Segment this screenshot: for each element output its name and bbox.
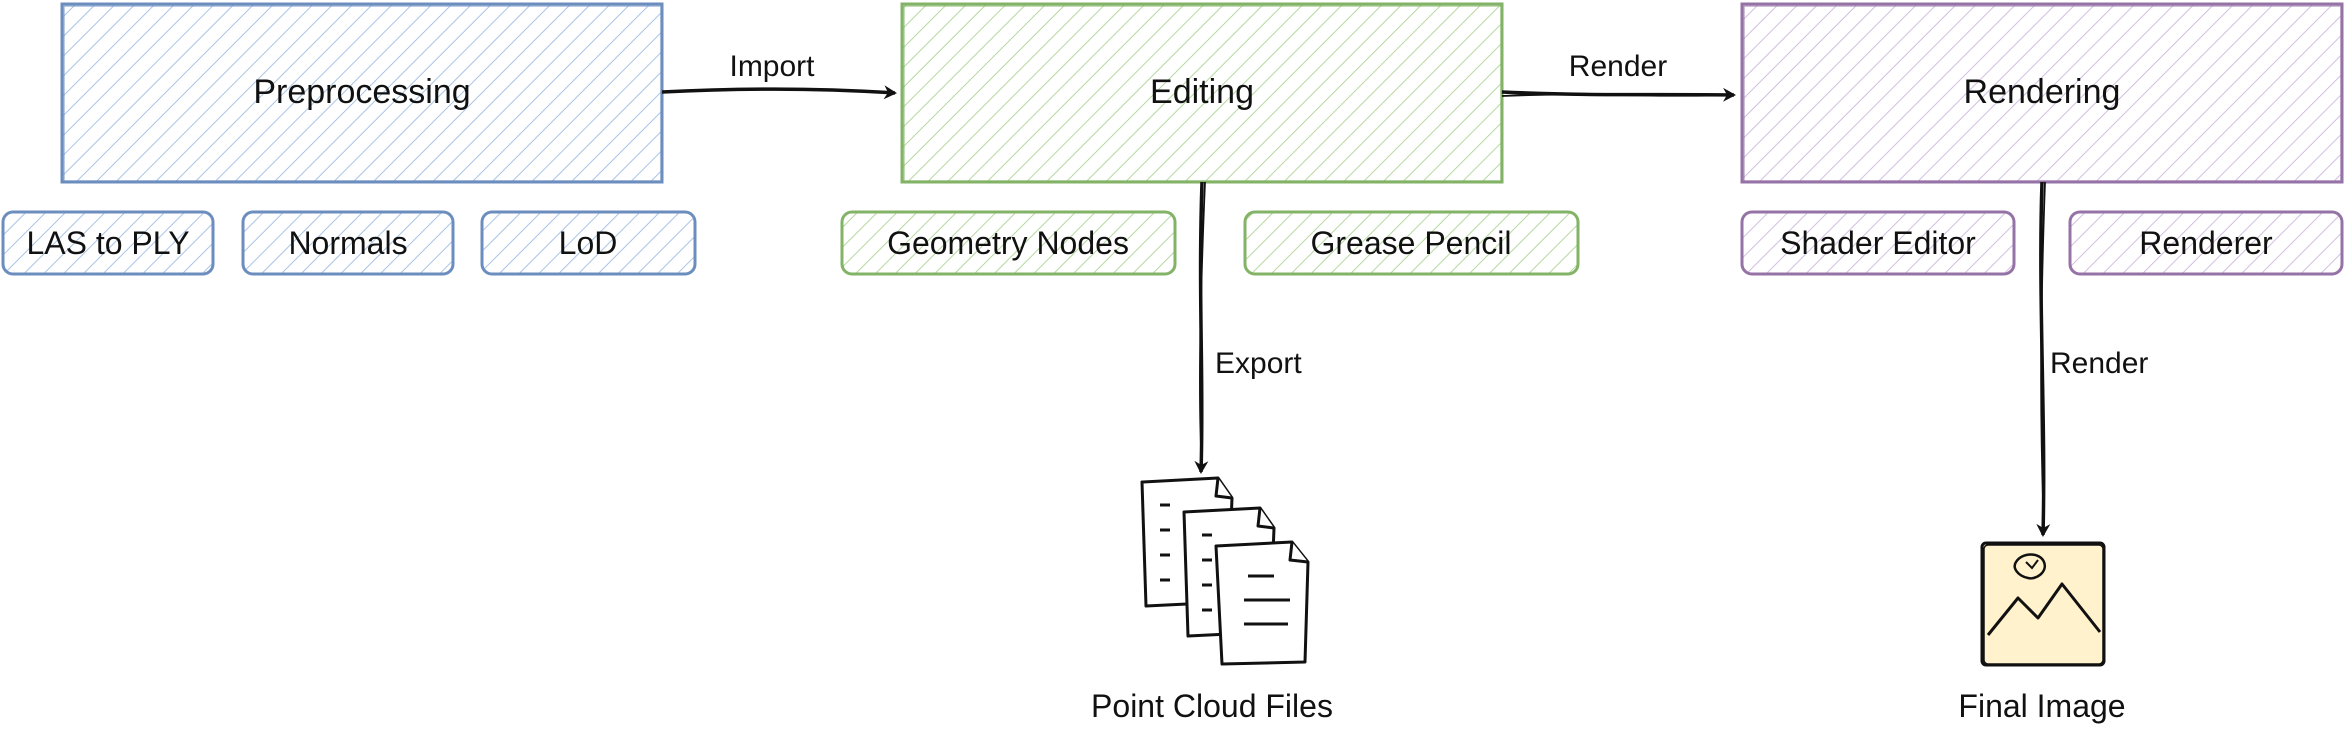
render-top-edge: Render bbox=[1501, 50, 1736, 102]
final-image-label: Final Image bbox=[1958, 688, 2125, 724]
tool-label: LoD bbox=[559, 225, 618, 261]
export-edge: Export bbox=[1194, 181, 1302, 474]
render-top-edge-label: Render bbox=[1569, 50, 1667, 83]
tool-lod: LoD bbox=[480, 210, 697, 276]
tool-label: Renderer bbox=[2139, 225, 2273, 261]
editing-stage: Editing bbox=[900, 2, 1504, 184]
render-down-edge-label: Render bbox=[2050, 347, 2148, 380]
tool-renderer: Renderer bbox=[2068, 210, 2344, 276]
export-edge-label: Export bbox=[1215, 347, 1302, 380]
tool-label: Shader Editor bbox=[1780, 225, 1976, 261]
import-edge-label: Import bbox=[729, 50, 815, 83]
render-down-edge: Render bbox=[2036, 181, 2148, 537]
tool-normals: Normals bbox=[241, 210, 455, 276]
image-icon bbox=[1980, 541, 2106, 667]
preprocessing-stage: Preprocessing bbox=[60, 2, 664, 184]
tool-grease-pencil: Grease Pencil bbox=[1243, 210, 1580, 276]
tool-shader-editor: Shader Editor bbox=[1740, 210, 2016, 276]
rendering-title: Rendering bbox=[1964, 73, 2121, 111]
rendering-stage: Rendering bbox=[1740, 2, 2344, 184]
tool-label: Geometry Nodes bbox=[887, 225, 1129, 261]
tool-las-to-ply: LAS to PLY bbox=[1, 210, 215, 276]
tool-label: Normals bbox=[288, 225, 407, 261]
preprocessing-title: Preprocessing bbox=[253, 73, 470, 111]
tool-label: LAS to PLY bbox=[26, 225, 189, 261]
preprocessing-box bbox=[60, 2, 664, 184]
editing-title: Editing bbox=[1150, 73, 1254, 111]
import-edge: Import bbox=[661, 50, 897, 100]
point-cloud-files-label: Point Cloud Files bbox=[1091, 688, 1333, 724]
tool-geometry-nodes: Geometry Nodes bbox=[840, 210, 1177, 276]
documents-icon bbox=[1140, 476, 1310, 666]
tool-label: Grease Pencil bbox=[1311, 225, 1512, 261]
